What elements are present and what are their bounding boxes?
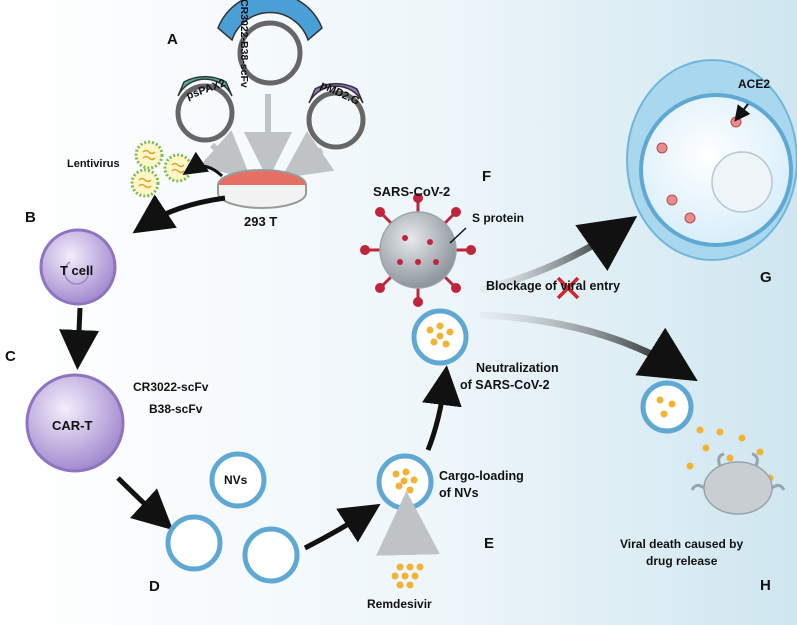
label-cargo-line2: of NVs — [439, 486, 479, 500]
label-death-line2: drug release — [646, 554, 718, 568]
label-t-cell: T cell — [60, 263, 93, 278]
label-lentivirus: Lentivirus — [67, 158, 120, 170]
dead-virus — [690, 452, 786, 515]
plasmid-pMD2G — [306, 82, 366, 150]
t-cell — [39, 228, 117, 306]
label-car-t: CAR-T — [52, 418, 92, 433]
plasmid-label-cr3022: CR3022-B38-scFv — [238, 0, 250, 88]
label-blockage: Blockage of viral entry — [486, 279, 620, 293]
label-nvs: NVs — [224, 473, 248, 487]
label-b38-scfv: B38-scFv — [149, 402, 203, 416]
panel-label-d: D — [149, 578, 160, 595]
cell-dish-293t — [217, 169, 307, 209]
label-cargo-line1: Cargo-loading — [439, 469, 524, 483]
plasmid-cr3022-b38-scfv — [217, 0, 323, 86]
host-cell — [626, 59, 797, 261]
ace2-receptor — [656, 116, 742, 224]
car-t-cell — [25, 373, 125, 473]
label-293t: 293 T — [244, 214, 277, 229]
label-death-line1: Viral death caused by — [620, 537, 743, 551]
panel-label-a: A — [167, 31, 178, 48]
releasing-nv — [640, 380, 774, 482]
label-cr3022-scfv: CR3022-scFv — [133, 380, 209, 394]
nanovesicles — [165, 451, 300, 584]
remdesivir-drug — [391, 563, 424, 589]
label-remdesivir: Remdesivir — [367, 597, 432, 611]
cargo-loaded-nv — [376, 453, 434, 511]
panel-label-h: H — [760, 577, 771, 594]
panel-label-c: C — [5, 348, 16, 365]
blocked-x-icon — [556, 276, 580, 300]
panel-label-g: G — [760, 269, 772, 286]
panel-label-f: F — [482, 168, 491, 185]
label-s-protein: S protein — [472, 211, 524, 225]
panel-label-b: B — [25, 209, 36, 226]
label-neut-line1: Neutralization — [476, 361, 559, 375]
neutralizing-nv — [411, 308, 469, 366]
label-neut-line2: of SARS-CoV-2 — [460, 378, 550, 392]
label-ace2: ACE2 — [738, 77, 770, 91]
label-sars-cov-2: SARS-CoV-2 — [373, 184, 450, 199]
sars-cov-2-virus — [360, 193, 476, 307]
lentivirus-particles — [130, 140, 193, 198]
panel-label-e: E — [484, 535, 494, 552]
